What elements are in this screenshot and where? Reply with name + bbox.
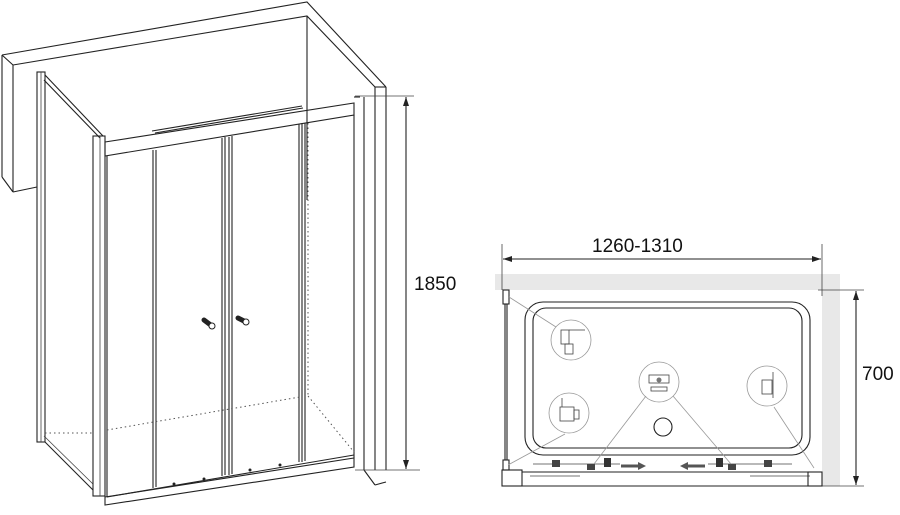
shower-tray xyxy=(524,301,811,456)
back-wall xyxy=(495,274,840,290)
isometric-view: 1850 xyxy=(1,1,456,506)
depth-label: 700 xyxy=(862,364,894,385)
arrow-right-icon xyxy=(621,462,646,470)
detail-callout-center xyxy=(593,361,732,465)
plan-view: 1260-1310 700 xyxy=(495,236,894,487)
arrow-left-icon xyxy=(680,462,705,470)
detail-callout-bottom-left xyxy=(507,392,590,466)
detail-callout-top-left xyxy=(508,296,592,361)
detail-callout-right xyxy=(746,365,815,469)
door-handle-right-icon xyxy=(235,315,250,326)
depth-dimension: 700 xyxy=(818,289,894,487)
width-label: 1260-1310 xyxy=(592,236,683,257)
width-dimension: 1260-1310 xyxy=(501,236,823,296)
height-dimension: 1850 xyxy=(355,95,456,471)
drain-icon xyxy=(653,417,673,437)
side-wall xyxy=(822,290,840,486)
door-handle-left-icon xyxy=(201,317,216,330)
height-label: 1850 xyxy=(414,274,456,295)
